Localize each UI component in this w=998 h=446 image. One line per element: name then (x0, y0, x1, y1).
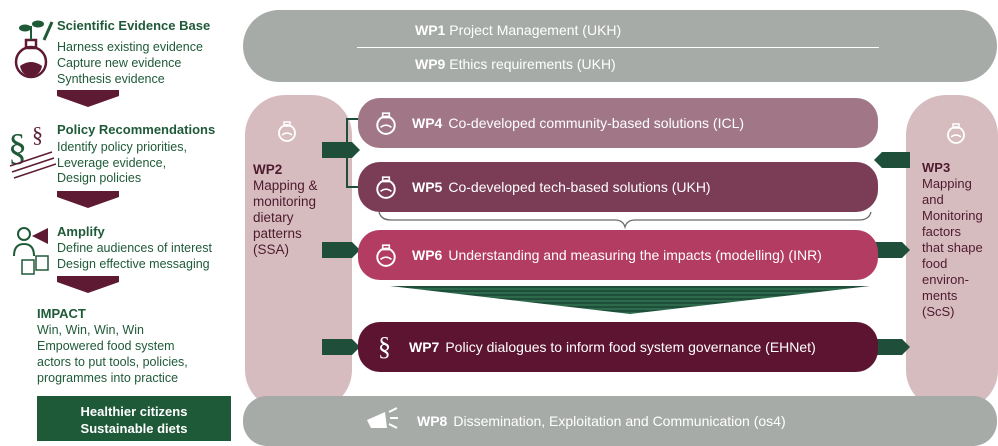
wp3-line-1: Mapping (922, 176, 972, 191)
section-sign-icon: § § (8, 122, 56, 179)
wp2-line-3: dietary (253, 210, 294, 225)
outcome-box: Healthier citizens Sustainable diets (37, 396, 231, 441)
flask-with-plant-icon (14, 20, 54, 79)
impact-title: IMPACT (37, 306, 86, 321)
down-arrow-3 (57, 282, 119, 293)
wp3-to-wp5-connector (874, 152, 910, 168)
svg-text:§: § (8, 127, 27, 169)
funnel-arrow (390, 286, 870, 314)
wp1-wp9-band (243, 10, 997, 82)
wp2-num: WP2 (253, 162, 283, 177)
wp3-to-wp7-connector (874, 339, 910, 355)
arrow-bar-2 (57, 191, 119, 197)
flask-icon (947, 123, 965, 144)
wp9-label: WP9 Ethics requirements (UKH) (415, 56, 616, 72)
wp2-to-wp7-connector (322, 339, 360, 355)
impact-line-3: actors to put tools, policies, (37, 355, 188, 369)
wp7-num: WP7 (409, 339, 440, 355)
outcome-line-1: Healthier citizens (80, 404, 188, 419)
policy-line-1: Identify policy priorities, (57, 140, 187, 154)
wp3-line-4: factors (922, 224, 962, 239)
evidence-line-2: Capture new evidence (57, 56, 182, 70)
wp4-text: Co-developed community-based solutions (… (448, 115, 745, 131)
wp-divider (357, 47, 879, 48)
wp5-num: WP5 (412, 179, 443, 195)
wp9-text: Ethics requirements (UKH) (449, 56, 616, 72)
wp8-text: Dissemination, Exploitation and Communic… (453, 413, 786, 429)
wp1-num: WP1 (415, 22, 446, 38)
wp6-text: Understanding and measuring the impacts … (448, 247, 822, 263)
bracket-bottom (346, 186, 360, 188)
wp2-text: WP2 Mapping & monitoring dietary pattern… (253, 162, 318, 258)
down-arrow-2 (57, 197, 119, 208)
wp3-line-6: food (922, 256, 948, 271)
amplify-line-2: Design effective messaging (57, 257, 210, 271)
wp3-side-panel (906, 95, 998, 410)
megaphone-icon (367, 407, 398, 429)
outcome-line-2: Sustainable diets (80, 421, 188, 436)
amplify-title: Amplify (57, 224, 105, 239)
wp2-line-2: monitoring (253, 194, 317, 209)
wp3-line-2: and (922, 192, 944, 207)
impact-line-4: programmes into practice (37, 371, 179, 385)
wp3-to-wp6-connector (874, 242, 910, 258)
wp3-num: WP3 (922, 160, 951, 175)
wp3-line-8: ments (922, 288, 958, 303)
wp1-text: Project Management (UKH) (449, 22, 622, 38)
wp5-pill: WP5 Co-developed tech-based solutions (U… (358, 162, 878, 212)
wp5-text: Co-developed tech-based solutions (UKH) (448, 179, 711, 195)
section-sign-icon: § (378, 332, 391, 361)
evidence-title: Scientific Evidence Base (57, 18, 211, 33)
wp4-wp5-brace (378, 211, 872, 230)
wp3-line-3: Monitoring (922, 208, 983, 223)
wp3-line-9: (ScS) (922, 304, 955, 319)
arrow-bar-3 (57, 276, 119, 282)
bracket-top (346, 118, 360, 120)
wp6-num: WP6 (412, 247, 443, 263)
policy-line-3: Design policies (57, 171, 142, 185)
wp2-line-5: (SSA) (253, 242, 290, 257)
wp3-text: WP3 Mapping and Monitoring factors that … (922, 160, 983, 320)
flask-icon (376, 176, 396, 199)
wp4-pill: WP4 Co-developed community-based solutio… (358, 98, 878, 148)
wp2-to-wp6-connector (322, 242, 360, 258)
amplify-line-1: Define audiences of interest (57, 241, 212, 255)
wp8-band: WP8 Dissemination, Exploitation and Comm… (243, 396, 997, 446)
flask-icon (376, 112, 396, 135)
impact-line-2: Empowered food system (37, 339, 175, 353)
evidence-line-1: Harness existing evidence (57, 40, 203, 54)
wp2-to-wp4-connector (322, 142, 360, 158)
down-arrow-1 (57, 96, 119, 107)
policy-title: Policy Recommendations (57, 122, 216, 137)
wp3-line-7: environ- (922, 272, 969, 287)
evidence-line-3: Synthesis evidence (57, 72, 165, 86)
wp2-line-1: Mapping & (253, 178, 318, 193)
megaphone-person-icon (13, 227, 49, 275)
wp3-line-5: that shape (922, 240, 983, 255)
wp7-pill: § WP7 Policy dialogues to inform food sy… (358, 322, 878, 372)
wp9-num: WP9 (415, 56, 446, 72)
flask-icon (278, 121, 296, 142)
wp2-line-4: patterns (253, 226, 302, 241)
arrow-bar-1 (57, 90, 119, 96)
flask-icon (376, 244, 396, 267)
wp6-pill: WP6 Understanding and measuring the impa… (358, 230, 878, 280)
wp7-text: Policy dialogues to inform food system g… (445, 339, 816, 355)
policy-line-2: Leverage evidence, (57, 156, 167, 170)
svg-text:§: § (32, 122, 43, 147)
impact-line-1: Win, Win, Win, Win (37, 323, 144, 337)
wp4-num: WP4 (412, 115, 443, 131)
wp8-num: WP8 (417, 413, 448, 429)
wp1-label: WP1 Project Management (UKH) (415, 22, 621, 38)
